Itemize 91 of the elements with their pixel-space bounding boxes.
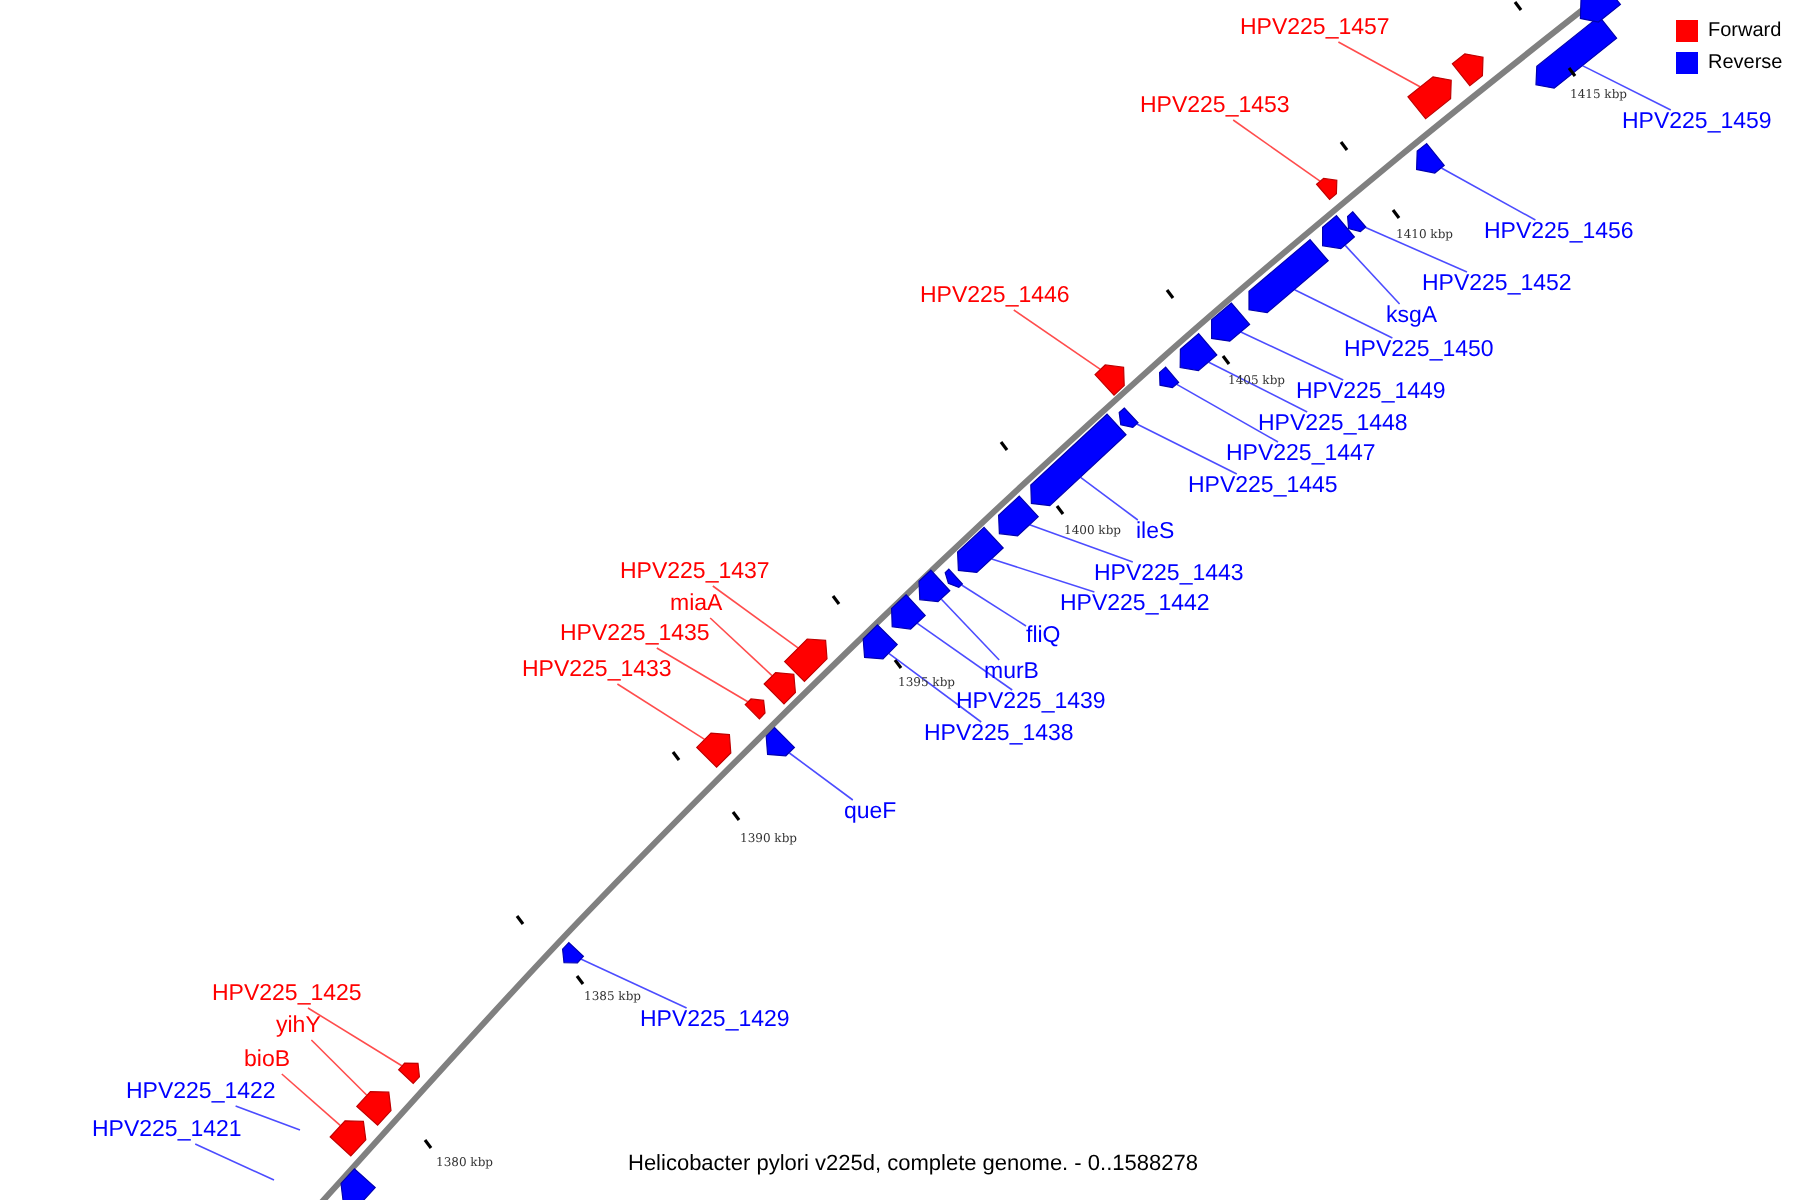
gene-label: ileS: [1136, 520, 1175, 546]
gene-label: HPV225_1422: [126, 1080, 276, 1106]
gene-label: miaA: [670, 592, 723, 618]
leader-line: [1337, 41, 1421, 88]
legend-label: Reverse: [1708, 50, 1783, 76]
gene-label: HPV225_1453: [1140, 94, 1290, 120]
gene-block: [561, 941, 585, 964]
gene-label: HPV225_1447: [1226, 442, 1376, 468]
leader-line: [991, 558, 1096, 593]
gene-block: [957, 526, 1005, 574]
gene-label: HPV225_1452: [1422, 272, 1572, 298]
leader-line: [1581, 64, 1672, 111]
leader-line: [1079, 476, 1139, 521]
gene-label: HPV225_1421: [92, 1118, 242, 1144]
gene-block: [744, 698, 766, 720]
legend-label: Forward: [1708, 18, 1782, 44]
leader-line: [656, 647, 749, 703]
gene-label: yihY: [276, 1014, 321, 1040]
caption: Helicobacter pylori v225d, complete genome. - 0..1588278: [628, 1152, 1198, 1178]
gene-block: [944, 568, 964, 589]
leader-line: [1344, 244, 1401, 305]
leader-line: [616, 683, 706, 741]
gene-block: [1346, 210, 1367, 233]
gene-label: HPV225_1433: [522, 658, 672, 684]
gene-block: [1030, 413, 1127, 507]
gene-block: [765, 726, 796, 757]
gene-block: [340, 1167, 377, 1200]
gene-block: [1094, 364, 1125, 397]
gene-block: [1118, 407, 1139, 429]
gene-label: ksgA: [1386, 304, 1438, 330]
gene-block: [1179, 332, 1218, 372]
gene-block: [1211, 302, 1251, 342]
gene-block: [355, 1091, 392, 1127]
gene-label: HPV225_1435: [560, 622, 710, 648]
gene-block: [998, 495, 1040, 537]
leader-line: [307, 1007, 403, 1067]
gene-block: [1416, 142, 1446, 174]
gene-block: [1315, 177, 1338, 201]
leader-line: [712, 585, 799, 649]
leader-line: [1240, 331, 1344, 381]
gene-label: HPV225_1450: [1344, 338, 1494, 364]
gene-block: [763, 671, 797, 705]
gene-block: [1159, 366, 1180, 389]
leader-line: [1440, 167, 1537, 221]
leader-line: [234, 1105, 301, 1131]
gene-label: HPV225_1439: [956, 690, 1106, 716]
gene-label: HPV225_1437: [620, 560, 770, 586]
leader-line: [1136, 423, 1238, 475]
leader-line: [1013, 309, 1102, 371]
gene-label: HPV225_1457: [1240, 16, 1390, 42]
leader-line: [1232, 119, 1321, 182]
leader-line: [1293, 289, 1394, 339]
gene-block: [397, 1062, 421, 1085]
gene-label: queF: [844, 800, 897, 826]
leader-line: [888, 652, 982, 723]
leader-line: [281, 1073, 341, 1127]
gene-block: [695, 732, 732, 769]
gene-label: HPV225_1446: [920, 284, 1070, 310]
gene-label: fliQ: [1026, 624, 1061, 650]
gene-label: HPV225_1448: [1258, 412, 1408, 438]
gene-label: HPV225_1429: [640, 1008, 790, 1034]
gene-block: [1407, 76, 1452, 120]
gene-label: HPV225_1445: [1188, 474, 1338, 500]
gene-label: HPV225_1442: [1060, 592, 1210, 618]
gene-label: murB: [984, 660, 1039, 686]
gene-block: [783, 638, 828, 683]
leader-line: [1028, 524, 1134, 563]
leader-line: [310, 1039, 368, 1096]
gene-block: [1451, 53, 1484, 87]
gene-label: HPV225_1425: [212, 982, 362, 1008]
gene-block: [891, 593, 927, 630]
gene-block: [862, 623, 899, 660]
leader-line: [1176, 383, 1279, 443]
leader-line: [960, 584, 1027, 627]
leader-line: [580, 958, 688, 1009]
gene-label: bioB: [244, 1048, 291, 1074]
leader-line: [916, 622, 1013, 691]
leader-line: [709, 617, 773, 677]
gene-label: HPV225_1456: [1484, 220, 1634, 246]
gene-label: HPV225_1443: [1094, 562, 1244, 588]
leader-line: [1208, 361, 1308, 413]
gene-block: [1248, 238, 1330, 314]
gene-block: [1579, 0, 1622, 23]
gene-label: HPV225_1449: [1296, 380, 1446, 406]
gene-label: HPV225_1459: [1622, 110, 1772, 136]
gene-block: [329, 1120, 367, 1157]
leader-line: [940, 598, 1000, 661]
leader-line: [1364, 226, 1468, 273]
gene-label: HPV225_1438: [924, 722, 1074, 748]
leader-line: [788, 752, 854, 801]
leader-line: [194, 1143, 275, 1181]
